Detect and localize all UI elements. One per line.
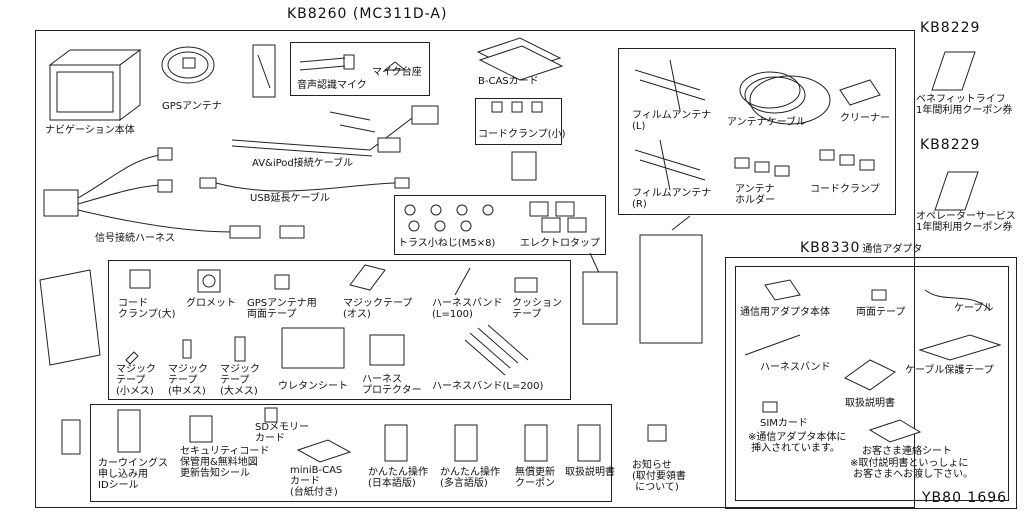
av-cable-label: AV&iPod接続ケーブル — [252, 158, 354, 169]
bag-parts-frame — [108, 260, 571, 400]
docs-frame — [90, 404, 612, 502]
card-seal-label: カーウイングス 申し込み用 IDシール — [98, 458, 168, 491]
magic-medium-label: マジック テープ (中メス) — [168, 364, 208, 397]
nav-unit-label: ナビゲーション本体 — [45, 125, 135, 136]
kb8229b-title: KB8229 — [920, 137, 981, 153]
mic-stand-label: マイク台座 — [372, 67, 422, 78]
film-antenna-r-label: フィルムアンテナ (R) — [632, 188, 712, 210]
harness-protector-label: ハーネス プロテクター — [362, 374, 422, 396]
cleaner-label: クリーナー — [840, 113, 890, 124]
magic-large-label: マジック テープ (大メス) — [220, 364, 260, 397]
main-kit-title: KB8260 (MC311D-A) — [287, 6, 448, 22]
minib-cas-label: miniB-CAS カード (台紙付き) — [290, 465, 343, 498]
av-cable-illustration — [231, 105, 439, 157]
adapter-manual-label: 取扱説明書 — [845, 398, 895, 409]
signal-harness-label: 信号接続ハーネス — [95, 233, 175, 244]
sd-card-label: SDメモリー カード — [255, 422, 310, 444]
cord-clamp-large-label: コード クランプ(大) — [118, 298, 176, 320]
double-tape-label: 両面テープ — [856, 307, 906, 318]
film-antenna-frame — [618, 48, 896, 215]
usb-cable-label: USB延長ケーブル — [250, 193, 330, 204]
kb8330-code: KB8330 — [800, 240, 861, 256]
manual-label: 取扱説明書 — [565, 467, 615, 478]
harness-illustration — [43, 147, 305, 239]
clamp-small-frame — [475, 98, 562, 145]
screws-illustration — [404, 201, 618, 325]
mic-illustration — [252, 44, 407, 98]
adapter-body-label: 通信用アダプタ本体 — [740, 307, 830, 318]
cord-clamp-label: コードクランプ — [810, 184, 880, 195]
truss-screw-label: トラス小ねじ(M5×8) — [398, 238, 496, 249]
kb8229a-title: KB8229 — [920, 20, 981, 36]
bcas-card-label: B-CASカード — [478, 76, 539, 87]
main-kit-frame — [35, 30, 915, 508]
usb-cable-illustration — [199, 177, 410, 192]
antenna-cable-label: アンテナケーブル — [727, 117, 806, 128]
adapter-harness-band-label: ハーネスバンド — [760, 362, 831, 373]
contact-note-label: ※取付説明書といっしょに お客さまへお渡し下さい。 — [850, 458, 974, 480]
kb8330-suffix: 通信アダプタ — [862, 244, 923, 255]
easy-ja-label: かんたん操作 (日本語版) — [368, 467, 428, 489]
easy-multi-label: かんたん操作 (多言語版) — [440, 467, 500, 489]
gps-antenna-label: GPSアンテナ — [162, 101, 222, 112]
electrotap-label: エレクトロタップ — [520, 238, 600, 249]
adapter-inner-frame — [735, 266, 1009, 501]
magic-small-label: マジック テープ (小メス) — [116, 364, 156, 397]
cushion-tape-label: クッション テープ — [512, 298, 562, 320]
cord-clamp-small-label: コードクランプ(小) — [478, 129, 566, 140]
screw-tap-frame — [394, 195, 606, 255]
kb8229b-desc: オペレーターサービス 1年間利用クーポン券 — [916, 211, 1016, 233]
adapter-illustrations — [744, 279, 1002, 443]
notice-label: お知らせ (取付要領書 について) — [632, 460, 686, 493]
grommet-label: グロメット — [186, 298, 236, 309]
contact-sheet-label: お客さま連絡シート — [862, 446, 952, 457]
doc-illustrations — [61, 407, 667, 463]
gps-tape-label: GPSアンテナ用 両面テープ — [247, 298, 317, 320]
antenna-holder-label: アンテナ ホルダー — [735, 184, 775, 206]
harness-band-100-label: ハーネスバンド (L=100) — [432, 298, 503, 320]
film-antenna-l-label: フィルムアンテナ (L) — [632, 110, 712, 132]
coupon-illustrations — [931, 51, 979, 211]
bag-parts-illustrations — [125, 264, 538, 376]
update-coupon-label: 無償更新 クーポン — [515, 467, 555, 489]
footer-code: YB80 1696 — [922, 490, 1008, 506]
kb8229a-desc: ベネフィットライフ 1年間利用クーポン券 — [916, 94, 1013, 116]
adapter-cable-label: ケーブル — [954, 303, 994, 314]
gps-antenna-illustration — [161, 46, 215, 84]
harness-band-200-label: ハーネスバンド(L=200) — [432, 381, 544, 392]
adapter-outer-frame — [725, 257, 1017, 509]
cable-tape-label: ケーブル保護テープ — [905, 365, 994, 376]
nav-unit-illustration — [48, 49, 142, 121]
sim-note-label: ※通信アダプタ本体に 挿入されています。 — [748, 432, 847, 454]
urethane-label: ウレタンシート — [278, 381, 348, 392]
film-antenna-illustration — [634, 59, 881, 344]
cord-clamp-small-illustration — [491, 101, 543, 181]
sim-card-label: SIMカード — [760, 418, 808, 429]
security-code-label: セキュリティコード 保管用&無料地図 更新告知シール — [180, 446, 270, 479]
magic-tape-male-label: マジックテープ (オス) — [343, 298, 413, 320]
voice-mic-label: 音声認識マイク — [297, 80, 367, 91]
left-booklet-illustration — [39, 269, 101, 366]
mic-group-frame — [290, 42, 430, 96]
bcas-illustration — [476, 37, 564, 81]
